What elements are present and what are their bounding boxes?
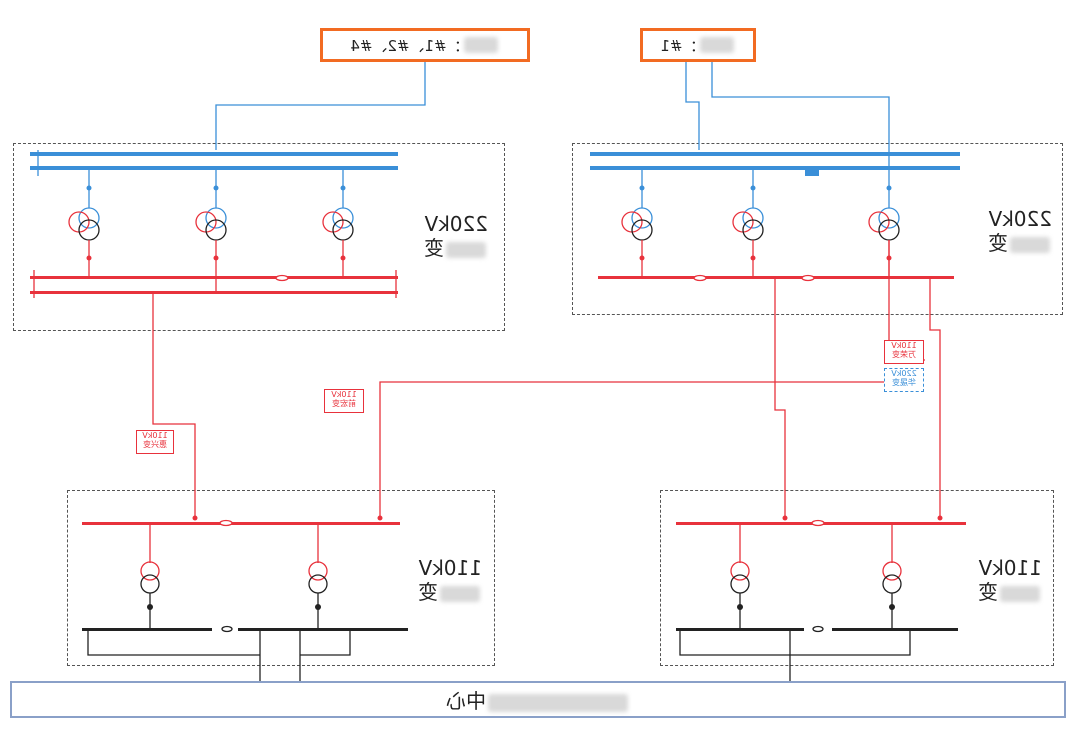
feeder-line	[685, 62, 700, 150]
transformer	[732, 170, 764, 278]
transmission-line	[774, 278, 786, 518]
substation-110kv-left	[67, 490, 495, 666]
hv-bus	[30, 166, 398, 170]
mv-bus	[30, 276, 398, 279]
redacted-label	[488, 693, 628, 712]
feeder-line	[215, 62, 426, 150]
transformer	[882, 525, 902, 630]
lv-bus	[832, 628, 958, 631]
transmission-line	[152, 294, 196, 518]
hv-bus	[590, 152, 960, 156]
mv-bus	[82, 522, 400, 525]
hv-bus	[590, 166, 960, 170]
transmission-line	[379, 381, 889, 518]
transformer	[730, 525, 750, 630]
feeder-line	[711, 62, 890, 150]
transformer	[140, 525, 160, 630]
substation-220kv-right	[572, 143, 1063, 315]
lv-bus	[238, 628, 408, 631]
transformer	[68, 170, 100, 278]
lv-bus	[676, 628, 804, 631]
substation-220kv-left	[13, 143, 505, 331]
transmission-line	[929, 278, 941, 518]
transformer	[621, 170, 653, 278]
substation-110kv-right	[660, 490, 1054, 666]
dispatch-center-label: 中心	[446, 689, 486, 713]
mv-bus	[30, 291, 398, 294]
lv-bus	[82, 628, 212, 631]
transformer	[308, 525, 328, 630]
transformer	[322, 170, 354, 278]
transformer	[195, 170, 227, 294]
dispatch-center: 中心	[10, 681, 1066, 718]
hv-bus	[30, 152, 398, 156]
mv-bus	[598, 276, 954, 279]
